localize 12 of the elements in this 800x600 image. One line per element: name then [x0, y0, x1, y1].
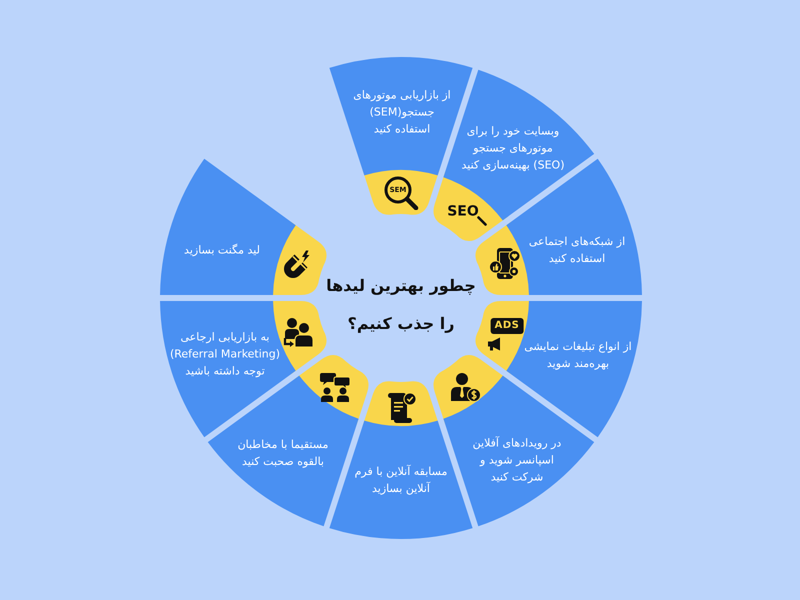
segment-text: از بازاریابی موتورهای جستجو(SEM) استفاده کنید	[352, 88, 452, 138]
title: چطور بهترین لیدها را جذب کنیم؟	[326, 275, 476, 335]
segment-text: لید مگنت بسازید	[184, 242, 260, 258]
segment-text: به بازاریابی ارجاعی (Referral Marketing) توجه داشته باشید	[169, 330, 281, 380]
segment-text: مستقیما با مخاطبان بالقوه صحبت کنید	[237, 437, 329, 470]
acronym-label: SEO	[447, 204, 479, 220]
segment-text: در رویدادهای آفلاین اسپانسر شوید و شرکت کنید	[472, 435, 562, 486]
segment-text: وبسایت خود را برای موتورهای جستجو (SEO) بهینه‌سازی کنید	[461, 124, 565, 174]
acronym-badge: ADS	[490, 318, 524, 334]
segment-text: از شبکه‌های اجتماعی استفاده کنید	[528, 234, 626, 267]
segment-text: از انواع تبلیغات نمایشی بهره‌مند شوید	[524, 339, 632, 372]
segment-text: مسابقه آنلاین با فرم آنلاین بسازید	[354, 464, 448, 497]
